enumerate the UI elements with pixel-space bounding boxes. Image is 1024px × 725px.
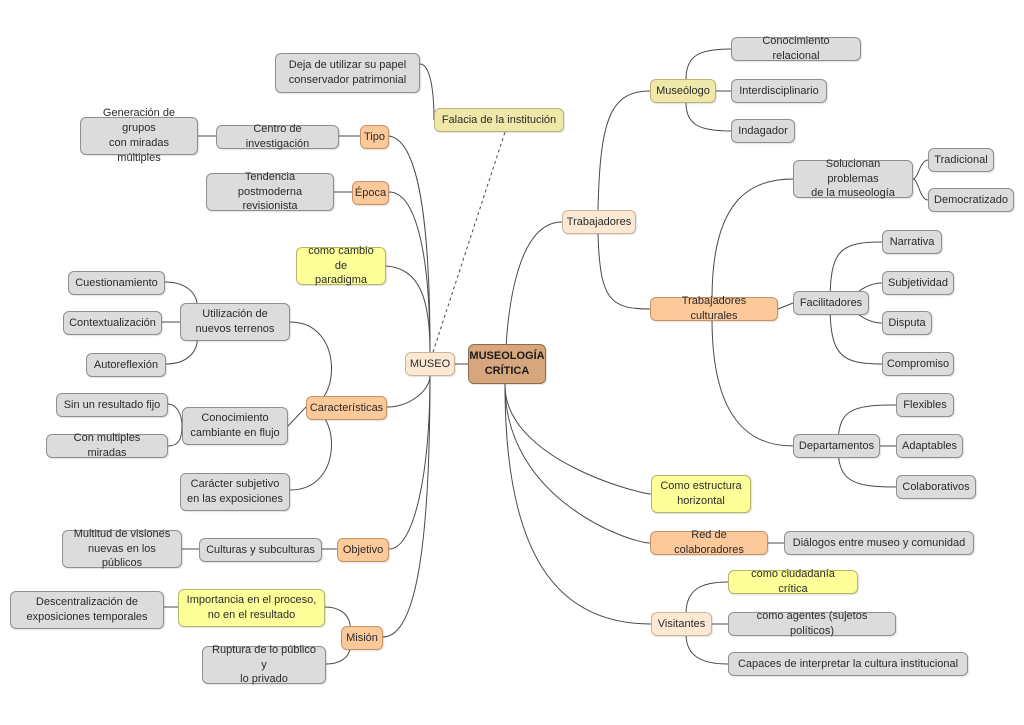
interdisciplinario-node[interactable]: Interdisciplinario — [731, 79, 827, 103]
museologo-node[interactable]: Museólogo — [650, 79, 716, 103]
descentralizacion-node[interactable]: Descentralización de exposiciones tempor… — [10, 591, 164, 629]
flexibles-node[interactable]: Flexibles — [896, 393, 954, 417]
subjetividad-node[interactable]: Subjetividad — [882, 271, 954, 295]
ruptura-node[interactable]: Ruptura de lo público y lo privado — [202, 644, 326, 685]
democratizado-node[interactable]: Democratizado — [928, 188, 1014, 212]
cuestionamiento-node[interactable]: Cuestionamiento — [68, 271, 165, 295]
colaborativos-node[interactable]: Colaborativos — [896, 475, 976, 499]
utilizacion-node[interactable]: Utilización de nuevos terrenos — [180, 303, 290, 341]
autoreflexion-node[interactable]: Autoreflexión — [86, 353, 166, 377]
red-node[interactable]: Red de colaboradores — [650, 529, 768, 556]
multiples-miradas-node[interactable]: Con multiples miradas — [46, 432, 168, 459]
visitantes-node[interactable]: Visitantes — [651, 612, 712, 636]
adaptables-node[interactable]: Adaptables — [896, 434, 963, 458]
tradicional-node[interactable]: Tradicional — [928, 148, 994, 172]
deja-node[interactable]: Deja de utilizar su papel conservador pa… — [275, 53, 420, 93]
estructura-node[interactable]: Como estructura horizontal — [651, 475, 751, 513]
culturas-node[interactable]: Culturas y subculturas — [199, 538, 322, 562]
museo-node[interactable]: MUSEO — [405, 352, 455, 376]
cambio-node[interactable]: como cambio de paradigma — [296, 245, 386, 286]
contextualizacion-node[interactable]: Contextualización — [63, 311, 162, 335]
tipo-node[interactable]: Tipo — [360, 125, 389, 149]
falacia-node[interactable]: Falacia de la institución — [434, 108, 564, 132]
mision-node[interactable]: Misión — [341, 626, 383, 650]
compromiso-node[interactable]: Compromiso — [882, 352, 954, 376]
dialogos-node[interactable]: Diálogos entre museo y comunidad — [784, 531, 974, 555]
importancia-node[interactable]: Importancia en el proceso, no en el resu… — [178, 589, 325, 627]
indagador-node[interactable]: Indagador — [731, 119, 795, 143]
generacion-node[interactable]: Generación de grupos con miradas múltipl… — [80, 107, 198, 164]
capaces-node[interactable]: Capaces de interpretar la cultura instit… — [728, 652, 968, 676]
centro-node[interactable]: Centro de investigación — [216, 123, 339, 150]
solucionan-node[interactable]: Solucionan problemas de la museología — [793, 158, 913, 199]
caracter-node[interactable]: Carácter subjetivo en las exposiciones — [180, 473, 290, 511]
epoca-node[interactable]: Época — [352, 181, 389, 205]
caracteristicas-node[interactable]: Características — [306, 396, 387, 420]
multitud-node[interactable]: Multitud de visiones nuevas en los públi… — [62, 528, 182, 569]
root-node[interactable]: MUSEOLOGÍA CRÍTICA — [468, 344, 546, 384]
culturales-node[interactable]: Trabajadores culturales — [650, 295, 778, 322]
tendencia-node[interactable]: Tendencia postmoderna revisionista — [206, 171, 334, 212]
sin-resultado-node[interactable]: Sin un resultado fijo — [56, 393, 168, 417]
trabajadores-node[interactable]: Trabajadores — [562, 210, 636, 234]
relacional-node[interactable]: Conocimiento relacional — [731, 35, 861, 62]
objetivo-node[interactable]: Objetivo — [337, 538, 389, 562]
facilitadores-node[interactable]: Facilitadores — [793, 291, 869, 315]
narrativa-node[interactable]: Narrativa — [882, 230, 942, 254]
departamentos-node[interactable]: Departamentos — [793, 434, 880, 458]
disputa-node[interactable]: Disputa — [882, 311, 932, 335]
ciudadania-node[interactable]: como ciudadanía crítica — [728, 568, 858, 595]
conocimiento-cambiante-node[interactable]: Conocimiento cambiante en flujo — [182, 407, 288, 445]
agentes-node[interactable]: como agentes (sujetos políticos) — [728, 610, 896, 637]
